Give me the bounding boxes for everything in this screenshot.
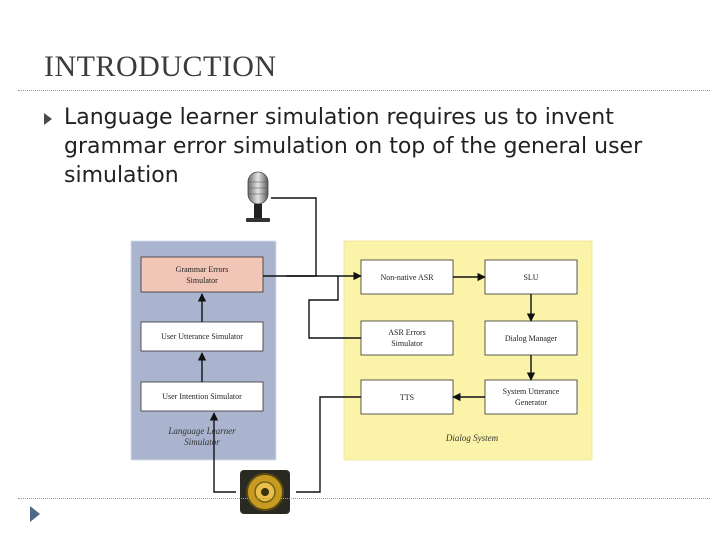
asr-errors-label-2: Simulator	[391, 339, 423, 348]
learner-panel-label-2: Simulator	[184, 437, 220, 447]
asr-errors-to-asr-line	[308, 276, 361, 339]
system-utterance-label-2: Generator	[515, 398, 547, 407]
dialog-manager-block	[484, 320, 578, 356]
slide-title: INTRODUCTION	[44, 50, 277, 83]
tts-label: TTS	[400, 393, 414, 402]
speaker-icon	[240, 470, 290, 514]
slide-corner-arrow-icon	[30, 506, 40, 522]
system-utterance-label-1: System Utterance	[503, 387, 560, 396]
user-intention-label: User Intention Simulator	[162, 392, 242, 401]
asr-label: Non-native ASR	[380, 273, 434, 282]
user-utterance-label: User Utterance Simulator	[161, 332, 243, 341]
microphone-icon	[246, 171, 270, 222]
speaker-to-learner-line	[213, 460, 236, 493]
learner-panel-label-1: Language Learner	[167, 426, 236, 436]
slu-block	[484, 259, 578, 295]
grammar-errors-label-1: Grammar Errors	[176, 265, 229, 274]
user-intention-block	[140, 381, 264, 412]
tts-to-speaker-line	[296, 396, 361, 493]
bullet-arrow-icon	[44, 113, 52, 125]
footer-divider	[18, 498, 710, 499]
dialog-system-label: Dialog System	[445, 433, 499, 443]
bullet-text: Language learner simulation requires us …	[64, 105, 643, 188]
tts-block	[360, 379, 454, 415]
mic-to-asr-line	[271, 197, 317, 277]
user-utterance-block	[140, 321, 264, 352]
grammar-errors-label-2: Simulator	[186, 276, 218, 285]
slu-label: SLU	[523, 273, 538, 282]
asr-errors-label-1: ASR Errors	[388, 328, 426, 337]
system-utterance-block	[484, 379, 578, 415]
grammar-errors-block	[140, 256, 264, 293]
dialog-manager-label: Dialog Manager	[505, 334, 558, 343]
asr-errors-block	[360, 320, 454, 356]
title-divider	[18, 90, 710, 91]
